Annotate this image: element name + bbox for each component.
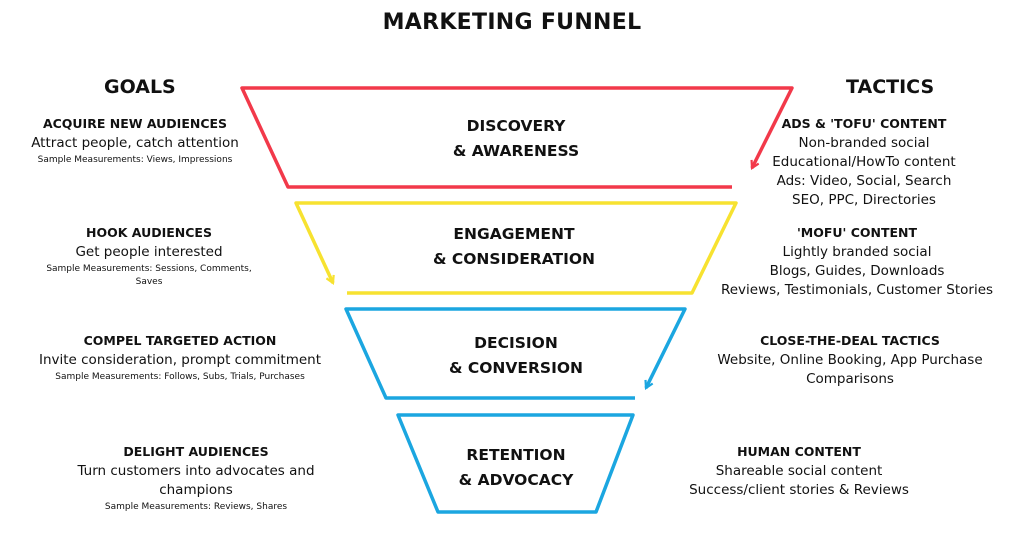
- tactic-tofu: ADS & 'TOFU' CONTENT Non-branded social …: [736, 116, 992, 210]
- goal-hook: HOOK AUDIENCES Get people interested Sam…: [0, 225, 299, 289]
- goal-measure: Sample Measurements: Reviews, Shares: [104, 502, 288, 512]
- stage-discovery-line2: & AWARENESS: [452, 142, 580, 160]
- tactic-close-the-deal: CLOSE-THE-DEAL TACTICS Website, Online B…: [700, 333, 1000, 389]
- goal-delight: DELIGHT AUDIENCES Turn customers into ad…: [46, 444, 346, 514]
- tactic-line: Ads: Video, Social, Search: [776, 173, 952, 189]
- tactic-line: SEO, PPC, Directories: [792, 192, 936, 208]
- stage-engagement-line2: & CONSIDERATION: [432, 250, 596, 268]
- tactic-line: Educational/HowTo content: [772, 154, 956, 170]
- goal-measure: Sample Measurements: Sessions, Comments,…: [46, 264, 252, 287]
- goal-heading: COMPEL TARGETED ACTION: [83, 333, 277, 348]
- stage-decision: DECISION & CONVERSION: [386, 331, 646, 381]
- tactic-line: Comparisons: [806, 371, 894, 387]
- stage-discovery: DISCOVERY & AWARENESS: [386, 114, 646, 164]
- stage-decision-line2: & CONVERSION: [448, 359, 584, 377]
- goal-description: Invite consideration, prompt commitment: [38, 352, 322, 368]
- tactic-heading: CLOSE-THE-DEAL TACTICS: [760, 333, 940, 348]
- retention-stage-outline: [396, 413, 635, 514]
- tactic-line: Success/client stories & Reviews: [689, 482, 909, 498]
- tactic-line: Blogs, Guides, Downloads: [769, 263, 945, 279]
- tactic-heading: 'MOFU' CONTENT: [796, 225, 918, 240]
- stage-engagement: ENGAGEMENT & CONSIDERATION: [384, 222, 644, 272]
- goals-heading: GOALS: [104, 76, 176, 98]
- stage-engagement-line1: ENGAGEMENT: [453, 225, 575, 243]
- tactic-line: Lightly branded social: [782, 244, 932, 260]
- tactic-heading: HUMAN CONTENT: [737, 444, 861, 459]
- goal-measure: Sample Measurements: Follows, Subs, Tria…: [55, 372, 305, 382]
- tactic-human-content: HUMAN CONTENT Shareable social content S…: [671, 444, 927, 500]
- tactic-line: Website, Online Booking, App Purchase: [717, 352, 983, 368]
- tactic-heading: ADS & 'TOFU' CONTENT: [781, 116, 947, 131]
- discovery-stage-outline: [240, 86, 794, 189]
- stage-discovery-line1: DISCOVERY: [466, 117, 566, 135]
- tactics-heading: TACTICS: [846, 76, 935, 98]
- goal-measure: Sample Measurements: Views, Impressions: [37, 155, 233, 165]
- goal-heading: DELIGHT AUDIENCES: [123, 444, 269, 459]
- goal-description: Get people interested: [75, 244, 223, 260]
- stage-retention-line1: RETENTION: [466, 446, 566, 464]
- tactic-line: Reviews, Testimonials, Customer Stories: [720, 282, 994, 298]
- stage-retention-line2: & ADVOCACY: [458, 471, 574, 489]
- tactic-line: Shareable social content: [715, 463, 883, 479]
- page-title: MARKETING FUNNEL: [382, 10, 642, 35]
- tactic-mofu: 'MOFU' CONTENT Lightly branded social Bl…: [707, 225, 1007, 300]
- decision-stage-outline: [344, 307, 687, 400]
- goal-description: Attract people, catch attention: [31, 135, 239, 151]
- goal-compel: COMPEL TARGETED ACTION Invite considerat…: [30, 333, 330, 384]
- goal-heading: ACQUIRE NEW AUDIENCES: [42, 116, 228, 131]
- stage-decision-line1: DECISION: [474, 334, 558, 352]
- goal-acquire: ACQUIRE NEW AUDIENCES Attract people, ca…: [0, 116, 285, 167]
- tactic-line: Non-branded social: [798, 135, 930, 151]
- engagement-stage-outline: [294, 201, 738, 295]
- goal-heading: HOOK AUDIENCES: [86, 225, 212, 240]
- stage-retention: RETENTION & ADVOCACY: [386, 443, 646, 493]
- goal-description: Turn customers into advocates and champi…: [77, 463, 315, 498]
